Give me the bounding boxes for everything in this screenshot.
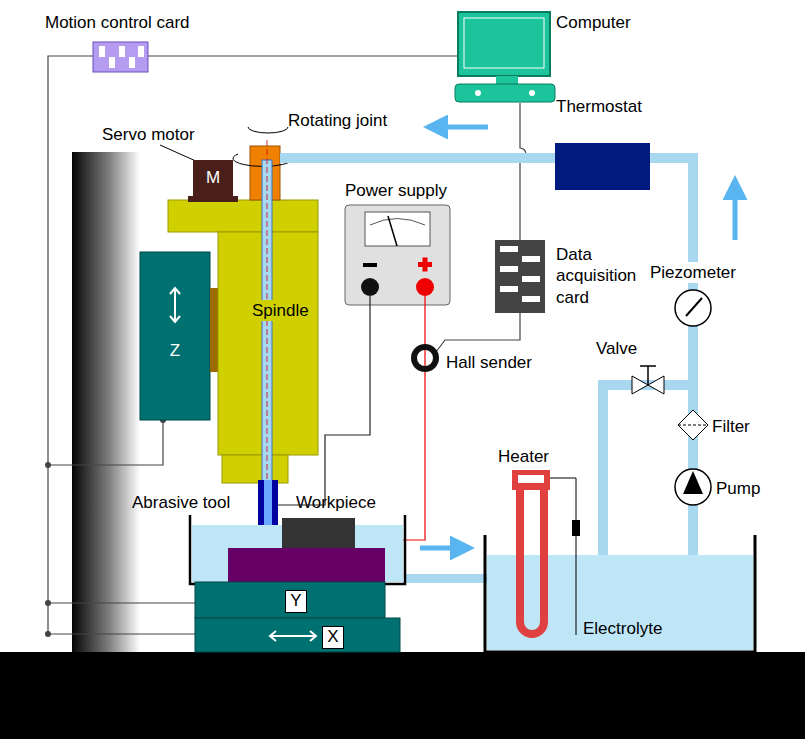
x-axis-tag: X <box>322 626 344 649</box>
part-label: Heater <box>498 446 549 467</box>
part-label: Power supply <box>345 180 447 201</box>
part-label: Computer <box>556 12 631 33</box>
part-label: Electrolyte <box>583 618 662 639</box>
z-slide: Z <box>140 252 210 420</box>
part-label: Rotating joint <box>288 110 387 131</box>
y-axis-tag: Y <box>285 590 307 613</box>
part-label: Motion control card <box>45 12 190 33</box>
part-label: Abrasive tool <box>132 492 230 513</box>
part-label: Piezometer <box>648 262 738 283</box>
axis-letter: Y <box>290 592 301 611</box>
part-label: Thermostat <box>556 96 642 117</box>
part-label: Servo motor <box>102 124 195 145</box>
part-label: Workpiece <box>296 492 376 513</box>
part-label: Hall sender <box>446 352 532 373</box>
servo-motor-box: M <box>193 160 233 196</box>
part-label: Data acquisition card <box>556 244 656 308</box>
part-label: Spindle <box>250 300 311 321</box>
part-label: Valve <box>596 338 637 359</box>
axis-letter: X <box>327 628 338 647</box>
axis-letter: M <box>206 169 220 188</box>
part-label: Pump <box>716 478 760 499</box>
part-label: Filter <box>712 416 750 437</box>
axis-letter: Z <box>170 342 180 361</box>
